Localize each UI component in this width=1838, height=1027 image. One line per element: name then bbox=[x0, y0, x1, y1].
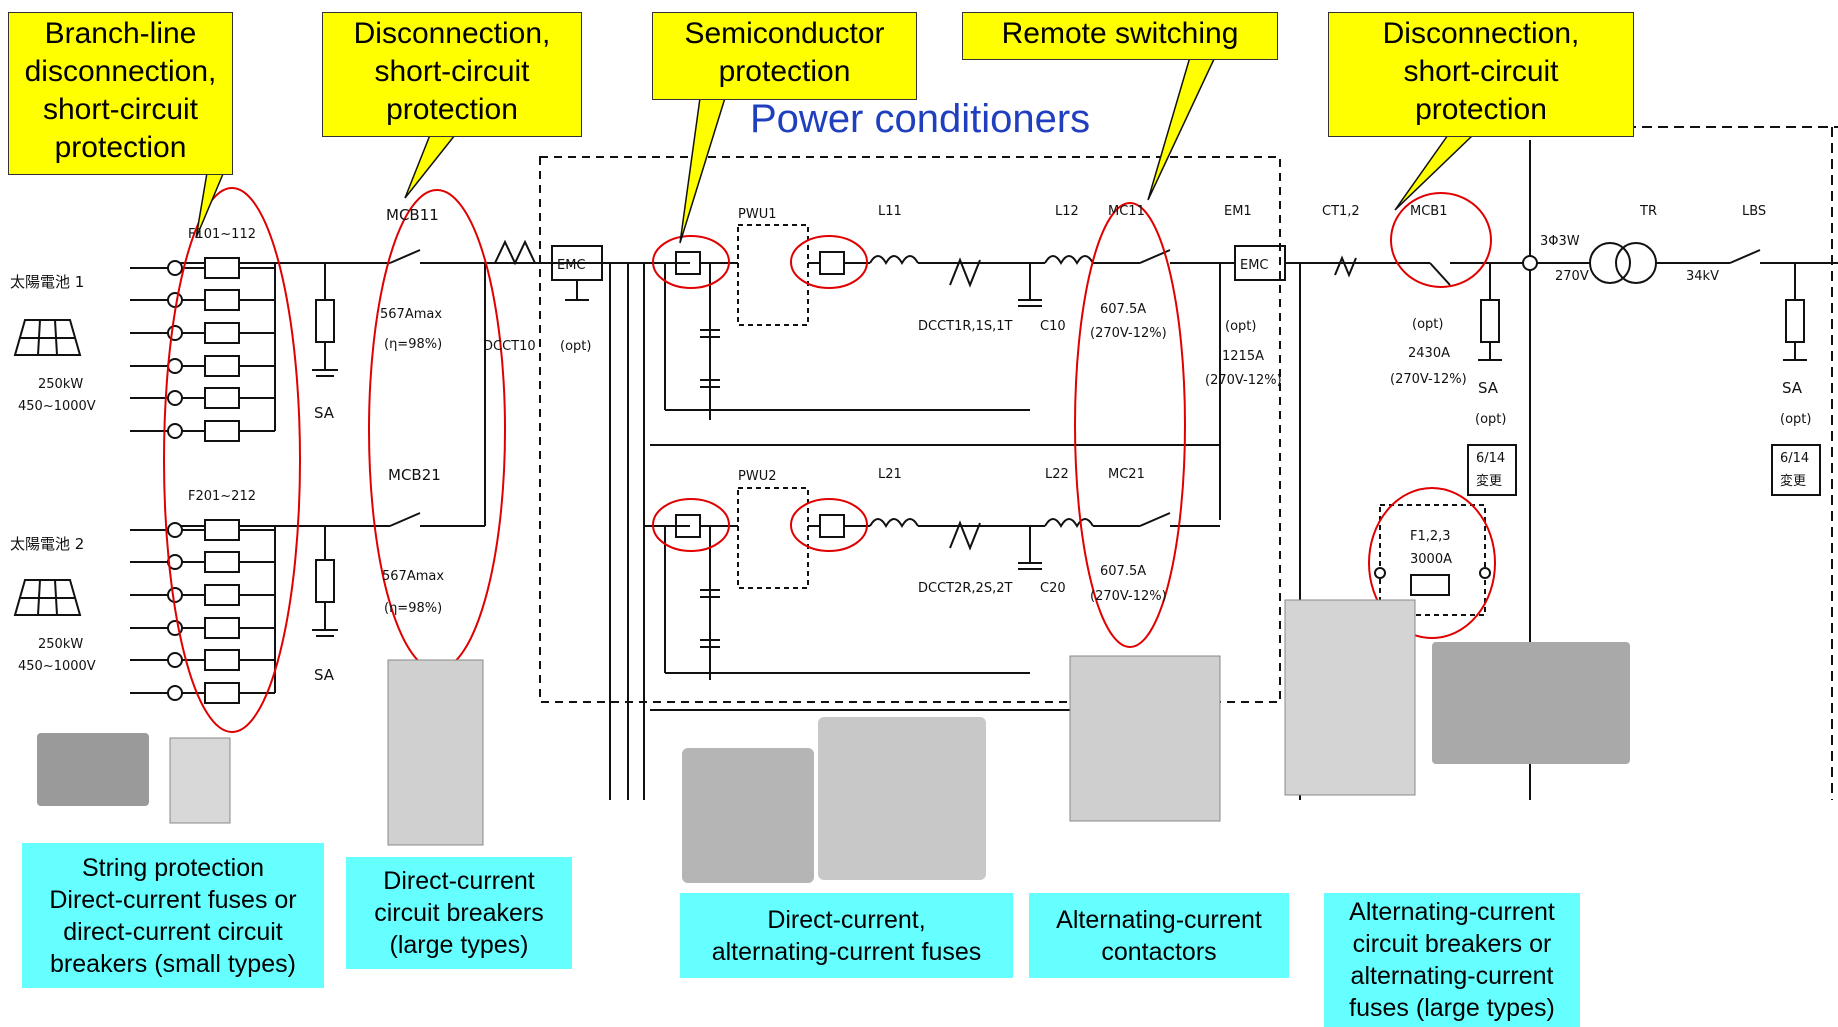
pv1-voltage: 450~1000V bbox=[18, 399, 96, 414]
pv1-rating: 250kW bbox=[38, 377, 83, 392]
callout-branch-protection: Branch-line disconnection, short-circuit… bbox=[8, 12, 233, 175]
tr-label: TR bbox=[1639, 204, 1657, 219]
caption-dc-breakers: Direct-current circuit breakers (large t… bbox=[346, 857, 572, 969]
mc11-label: MC11 bbox=[1108, 204, 1145, 219]
l21-label: L21 bbox=[878, 467, 902, 482]
highlight-ellipses bbox=[163, 187, 1496, 733]
note-change-1: 変更 bbox=[1476, 473, 1502, 489]
mcb11-label: MCB11 bbox=[386, 206, 439, 224]
pv-string-rows-2 bbox=[130, 526, 276, 694]
callout-disconnection-1: Disconnection, short-circuit protection bbox=[322, 12, 582, 137]
em1-label: EM1 bbox=[1224, 204, 1252, 219]
sa-label-2: SA bbox=[314, 666, 335, 684]
pv2-voltage: 450~1000V bbox=[18, 659, 96, 674]
ac-breaker-photo bbox=[1284, 599, 1416, 796]
f1-label: F101~112 bbox=[188, 227, 256, 242]
dc-breaker-photo bbox=[387, 659, 484, 846]
caption-string-protection: String protection Direct-current fuses o… bbox=[22, 843, 324, 988]
l22-label: L22 bbox=[1045, 467, 1069, 482]
f2-label: F201~212 bbox=[188, 489, 256, 504]
mc21-label: MC21 bbox=[1108, 467, 1145, 482]
pv1-label: 太陽電池 1 bbox=[10, 273, 84, 291]
pwu1-label: PWU1 bbox=[738, 207, 776, 222]
mcb11-eff: (η=98%) bbox=[384, 337, 442, 352]
emc-label-2: EMC bbox=[1240, 258, 1269, 273]
mcb1-label: MCB1 bbox=[1410, 204, 1447, 219]
contactor-photo bbox=[1069, 655, 1221, 822]
em-rating: 1215A bbox=[1222, 349, 1264, 364]
callout-semiconductor: Semiconductor protection bbox=[652, 12, 917, 100]
mcb21-rating: 567Amax bbox=[382, 569, 444, 584]
callout-disconnection-2: Disconnection, short-circuit protection bbox=[1328, 12, 1634, 137]
note-date-1: 6/14 bbox=[1476, 451, 1505, 466]
opt-label-2: (opt) bbox=[1225, 319, 1256, 334]
emc-label-1: EMC bbox=[557, 258, 586, 273]
callout-pointers bbox=[195, 56, 1475, 244]
note-change-2: 変更 bbox=[1780, 473, 1806, 489]
mcb21-eff: (η=98%) bbox=[384, 601, 442, 616]
large-fuse-photo bbox=[1432, 642, 1630, 764]
small-breaker-photo bbox=[169, 737, 231, 824]
mc11-volt: (270V-12%) bbox=[1090, 326, 1167, 341]
c20-label: C20 bbox=[1040, 581, 1066, 596]
f123-rating: 3000A bbox=[1410, 552, 1452, 567]
component-photos bbox=[37, 599, 1630, 883]
l11-label: L11 bbox=[878, 204, 902, 219]
v270-label: 270V bbox=[1555, 269, 1589, 284]
caption-contactors: Alternating-current contactors bbox=[1029, 893, 1289, 978]
mcb1-rating: 2430A bbox=[1408, 346, 1450, 361]
pwu2-label: PWU2 bbox=[738, 469, 776, 484]
pv2-label: 太陽電池 2 bbox=[10, 535, 84, 553]
mcb21-label: MCB21 bbox=[388, 466, 441, 484]
pv-panel-icons bbox=[13, 319, 82, 616]
mc21-rating: 607.5A bbox=[1100, 564, 1146, 579]
opt-label-4: (opt) bbox=[1475, 412, 1506, 427]
c10-label: C10 bbox=[1040, 319, 1066, 334]
caption-ac-breakers: Alternating-current circuit breakers or … bbox=[1324, 893, 1580, 1027]
opt-label-5: (opt) bbox=[1780, 412, 1811, 427]
lbs-label: LBS bbox=[1742, 204, 1766, 219]
ac-fuse-photo bbox=[818, 717, 986, 880]
f123-label: F1,2,3 bbox=[1410, 529, 1451, 544]
pv2-rating: 250kW bbox=[38, 637, 83, 652]
mc11-rating: 607.5A bbox=[1100, 302, 1146, 317]
mc21-volt: (270V-12%) bbox=[1090, 589, 1167, 604]
mcb1-volt: (270V-12%) bbox=[1390, 372, 1467, 387]
sa-label-3: SA bbox=[1478, 379, 1499, 397]
callout-remote-switching: Remote switching bbox=[962, 12, 1278, 60]
kv34-label: 34kV bbox=[1686, 269, 1719, 284]
dcct10-label: DCCT10 bbox=[483, 339, 536, 354]
dcct1-label: DCCT1R,1S,1T bbox=[918, 319, 1012, 334]
sa-label-4: SA bbox=[1782, 379, 1803, 397]
opt-label-3: (opt) bbox=[1412, 317, 1443, 332]
l12-label: L12 bbox=[1055, 204, 1079, 219]
note-date-2: 6/14 bbox=[1780, 451, 1809, 466]
sa-label-1: SA bbox=[314, 404, 335, 422]
opt-label-1: (opt) bbox=[560, 339, 591, 354]
dc-fuse-photo bbox=[682, 748, 814, 883]
em-volt: (270V-12%) bbox=[1205, 373, 1282, 388]
caption-fuses: Direct-current, alternating-current fuse… bbox=[680, 893, 1013, 978]
string-fuses bbox=[167, 257, 240, 704]
mcb11-rating: 567Amax bbox=[380, 307, 442, 322]
pv-string-rows-1 bbox=[130, 263, 276, 432]
dcct2-label: DCCT2R,2S,2T bbox=[918, 581, 1012, 596]
ct-label: CT1,2 bbox=[1322, 204, 1360, 219]
power-conditioners-title: Power conditioners bbox=[750, 97, 1091, 141]
string-fuse-photo bbox=[37, 733, 149, 806]
three-phase-label: 3Φ3W bbox=[1540, 234, 1580, 249]
